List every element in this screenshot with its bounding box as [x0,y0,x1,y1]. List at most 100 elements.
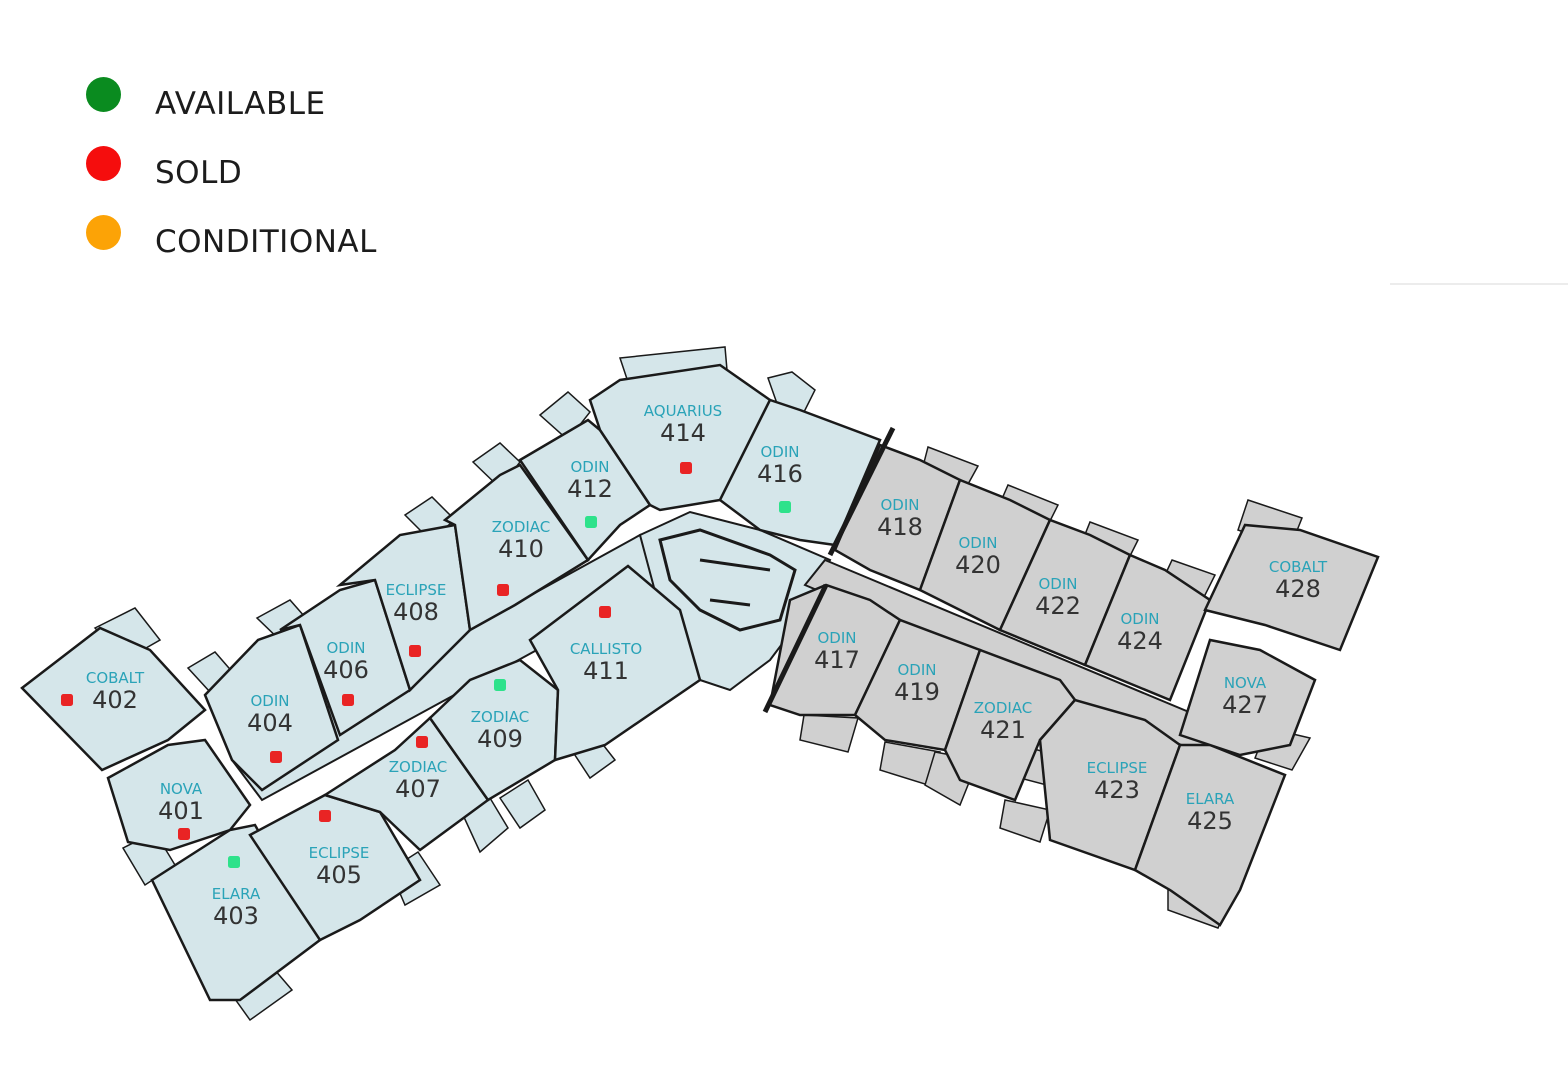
unit-model-label: NOVA [1224,674,1267,692]
unit-model-label: ODIN [250,692,289,710]
available-dot-icon [86,77,121,112]
unit-number-label: 408 [393,598,439,626]
unit-model-label: ODIN [760,443,799,461]
unit-number-label: 427 [1222,691,1268,719]
unit-outline [998,518,1132,667]
unit-outline [1178,638,1317,757]
unit-outline [20,626,207,772]
unit-outline [1083,553,1212,702]
unit-number-label: 420 [955,551,1001,579]
unit-number-label: 421 [980,716,1026,744]
status-marker-available [228,856,240,868]
unit-model-label: ELARA [212,885,261,903]
unit-model-label: ODIN [958,534,997,552]
unit-number-label: 411 [583,657,629,685]
unit-outline [1133,743,1287,927]
unit-number-label: 409 [477,725,523,753]
phase-dividers [762,426,896,714]
unit-model-label: ECLIPSE [309,844,370,862]
unit-model-label: AQUARIUS [644,402,722,420]
status-marker-sold [61,694,73,706]
status-marker-sold [599,606,611,618]
unit-number-label: 410 [498,535,544,563]
status-marker-sold [409,645,421,657]
unit-number-label: 407 [395,775,441,803]
unit-model-label: ODIN [1120,610,1159,628]
unit-number-label: 402 [92,686,138,714]
balcony [799,714,859,753]
unit-number-label: 419 [894,678,940,706]
status-marker-sold [178,828,190,840]
status-marker-available [585,516,597,528]
unit-model-label: ZODIAC [974,699,1033,717]
unit-model-label: COBALT [86,669,145,687]
unit-number-label: 424 [1117,627,1163,655]
conditional-dot-icon [86,215,121,250]
unit-number-label: 428 [1275,575,1321,603]
unit-model-label: ELARA [1186,790,1235,808]
unit-model-label: ODIN [817,629,856,647]
unit-model-label: ZODIAC [492,518,551,536]
unit-number-label: 423 [1094,776,1140,804]
building-core [658,528,797,632]
legend-label-available: AVAILABLE [155,86,326,122]
balcony [999,799,1051,843]
legend-label-conditional: CONDITIONAL [155,224,377,260]
status-marker-sold [342,694,354,706]
unit-outline [528,564,702,762]
sold-dot-icon [86,146,121,181]
unit-outline [1203,523,1380,652]
unit-model-label: ODIN [1038,575,1077,593]
status-marker-available [779,501,791,513]
unit-number-label: 425 [1187,807,1233,835]
elevator-core [658,528,797,632]
unit-model-label: ODIN [326,639,365,657]
unit-number-label: 412 [567,475,613,503]
status-marker-sold [680,462,692,474]
units-layer: COBALT402NOVA401ELARA403ODIN404ECLIPSE40… [20,346,1380,1022]
balcony [538,391,592,442]
unit-outline [918,478,1052,632]
unit-number-label: 401 [158,797,204,825]
unit-number-label: 418 [877,513,923,541]
unit-number-label: 416 [757,460,803,488]
unit-model-label: ZODIAC [471,708,530,726]
legend-label-sold: SOLD [155,155,243,191]
divider-line [1390,283,1568,285]
unit-model-label: ECLIPSE [1087,759,1148,777]
unit-number-label: 414 [660,419,706,447]
unit-model-label: ECLIPSE [386,581,447,599]
unit-model-label: NOVA [160,780,203,798]
unit-model-label: COBALT [1269,558,1328,576]
unit-number-label: 422 [1035,592,1081,620]
status-marker-sold [416,736,428,748]
status-marker-sold [319,810,331,822]
balcony [498,778,546,830]
unit-outline [442,463,590,632]
status-marker-sold [270,751,282,763]
unit-model-label: ZODIAC [389,758,448,776]
unit-number-label: 417 [814,646,860,674]
unit-model-label: ODIN [897,661,936,679]
unit-number-label: 403 [213,902,259,930]
unit-model-label: CALLISTO [570,640,642,658]
unit-number-label: 404 [247,709,293,737]
